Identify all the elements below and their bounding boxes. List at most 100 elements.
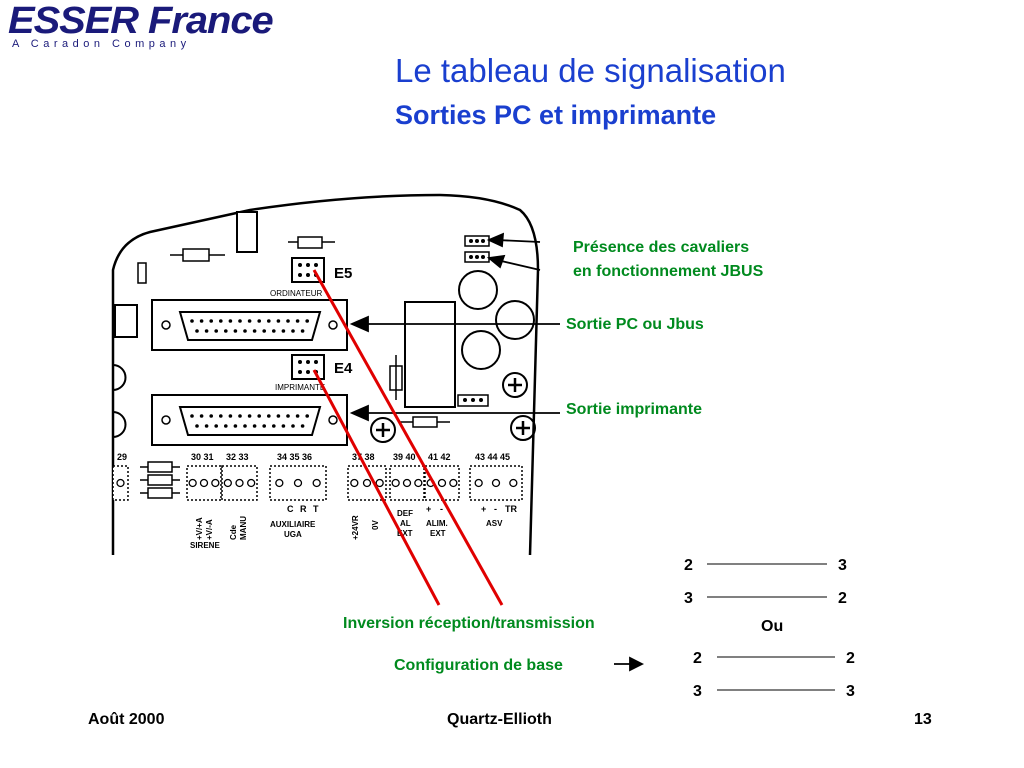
svg-text:+: + bbox=[481, 504, 486, 514]
connector-pin bbox=[281, 424, 286, 428]
terminal-screw bbox=[275, 478, 284, 488]
connector-pin bbox=[295, 414, 300, 418]
terminal-block bbox=[389, 465, 425, 501]
svg-text:+24VR: +24VR bbox=[351, 515, 360, 540]
connector-pin bbox=[252, 424, 257, 428]
left-module bbox=[114, 304, 138, 338]
svg-text:+: + bbox=[426, 504, 431, 514]
connector-pin bbox=[199, 319, 204, 323]
footer-date: Août 2000 bbox=[88, 711, 165, 728]
connector-pin bbox=[233, 329, 238, 333]
connector-pin bbox=[224, 424, 228, 428]
capacitor-1 bbox=[458, 270, 498, 310]
connector-pin bbox=[238, 414, 242, 418]
connector-pin bbox=[195, 329, 199, 333]
jumpers-annotation-line2: en fonctionnement JBUS bbox=[573, 263, 764, 280]
wire-pin: 2 bbox=[684, 557, 693, 574]
resistor-3 bbox=[412, 416, 438, 428]
terminal-label: 29 bbox=[117, 452, 127, 462]
connector-pin bbox=[286, 319, 290, 323]
connector-pin bbox=[238, 319, 242, 323]
wire-pin: 2 bbox=[846, 650, 855, 667]
connector-pin bbox=[272, 424, 276, 428]
connector-pin bbox=[300, 329, 305, 333]
connector-pin bbox=[247, 319, 252, 323]
connector-pin bbox=[305, 319, 310, 323]
connector-pin bbox=[214, 329, 218, 333]
terminal-screw bbox=[474, 478, 483, 488]
terminal-label: 30 31 bbox=[191, 452, 214, 462]
terminal-screw bbox=[188, 478, 197, 488]
terminal-screw bbox=[437, 478, 447, 488]
connector-pin bbox=[214, 424, 218, 428]
terminal-block bbox=[269, 465, 327, 501]
capacitor-2 bbox=[495, 300, 535, 340]
left-circle-bottom bbox=[112, 411, 127, 438]
footer-page-number: 13 bbox=[914, 711, 932, 728]
jumpers-annotation-line1: Présence des cavaliers bbox=[573, 239, 750, 256]
svg-text:-: - bbox=[494, 504, 497, 514]
connector-pin bbox=[224, 329, 228, 333]
terminal-screw bbox=[509, 478, 518, 488]
wiring-lines bbox=[707, 563, 835, 691]
terminal-label: 41 42 bbox=[428, 452, 451, 462]
svg-text:SIRENE: SIRENE bbox=[190, 541, 220, 550]
connector-pin bbox=[252, 329, 257, 333]
inversion-annotation: Inversion réception/transmission bbox=[343, 615, 595, 632]
printer-output-annotation: Sortie imprimante bbox=[566, 401, 703, 418]
connector-pin bbox=[267, 414, 271, 418]
connector-pin bbox=[209, 414, 213, 418]
connector-pin bbox=[199, 414, 204, 418]
svg-text:TR: TR bbox=[505, 504, 517, 514]
board-outline bbox=[111, 193, 540, 556]
wire-pin: 3 bbox=[846, 683, 855, 700]
svg-text:MANU: MANU bbox=[239, 516, 248, 540]
terminal-label: 43 44 45 bbox=[475, 452, 510, 462]
svg-text:0V: 0V bbox=[371, 520, 380, 530]
connector-pin bbox=[257, 319, 262, 323]
wire-pin: 3 bbox=[838, 557, 847, 574]
connector-pin bbox=[228, 319, 233, 323]
svg-text:AUXILIAIRE: AUXILIAIRE bbox=[270, 520, 316, 529]
terminal-screw bbox=[414, 478, 423, 488]
terminal-block bbox=[424, 465, 460, 501]
terminal-label: 34 35 36 bbox=[277, 452, 312, 462]
svg-text:EXT: EXT bbox=[430, 529, 446, 538]
wire-pin: 2 bbox=[838, 590, 847, 607]
connector-pin bbox=[262, 424, 267, 428]
terminal-blocks bbox=[112, 465, 523, 501]
connector-pin bbox=[291, 329, 295, 333]
connector-pin bbox=[204, 424, 209, 428]
connector-pin bbox=[219, 319, 223, 323]
connector-pin bbox=[204, 329, 209, 333]
wire-pin: 2 bbox=[693, 650, 702, 667]
svg-text:Cde: Cde bbox=[229, 524, 238, 540]
svg-text:ASV: ASV bbox=[486, 519, 503, 528]
pc-output-annotation: Sortie PC ou Jbus bbox=[566, 316, 704, 333]
terminal-screw bbox=[402, 478, 412, 488]
svg-text:UGA: UGA bbox=[284, 530, 302, 539]
connector-pin bbox=[233, 424, 238, 428]
left-circle-top bbox=[112, 364, 127, 391]
terminal-block bbox=[186, 465, 222, 501]
pc-connector-shell bbox=[178, 311, 322, 341]
connector-pin bbox=[300, 424, 305, 428]
e4-jumper-block bbox=[291, 354, 325, 380]
terminal-screw bbox=[211, 478, 220, 488]
terminal-screw bbox=[391, 478, 400, 488]
terminal-block bbox=[469, 465, 523, 501]
fuses bbox=[140, 461, 180, 499]
relay-block bbox=[404, 301, 456, 408]
terminal-screw bbox=[293, 478, 303, 488]
connector-pin bbox=[286, 414, 290, 418]
terminal-block bbox=[221, 465, 258, 501]
footer-center: Quartz-Ellioth bbox=[447, 711, 552, 728]
printer-connector-shell bbox=[178, 406, 322, 436]
wire-pin: 3 bbox=[684, 590, 693, 607]
resistor-1 bbox=[182, 248, 210, 262]
terminal-screw bbox=[116, 478, 125, 488]
connector-pin bbox=[272, 329, 276, 333]
crt-label: T bbox=[313, 504, 319, 514]
terminal-screw bbox=[375, 478, 384, 488]
